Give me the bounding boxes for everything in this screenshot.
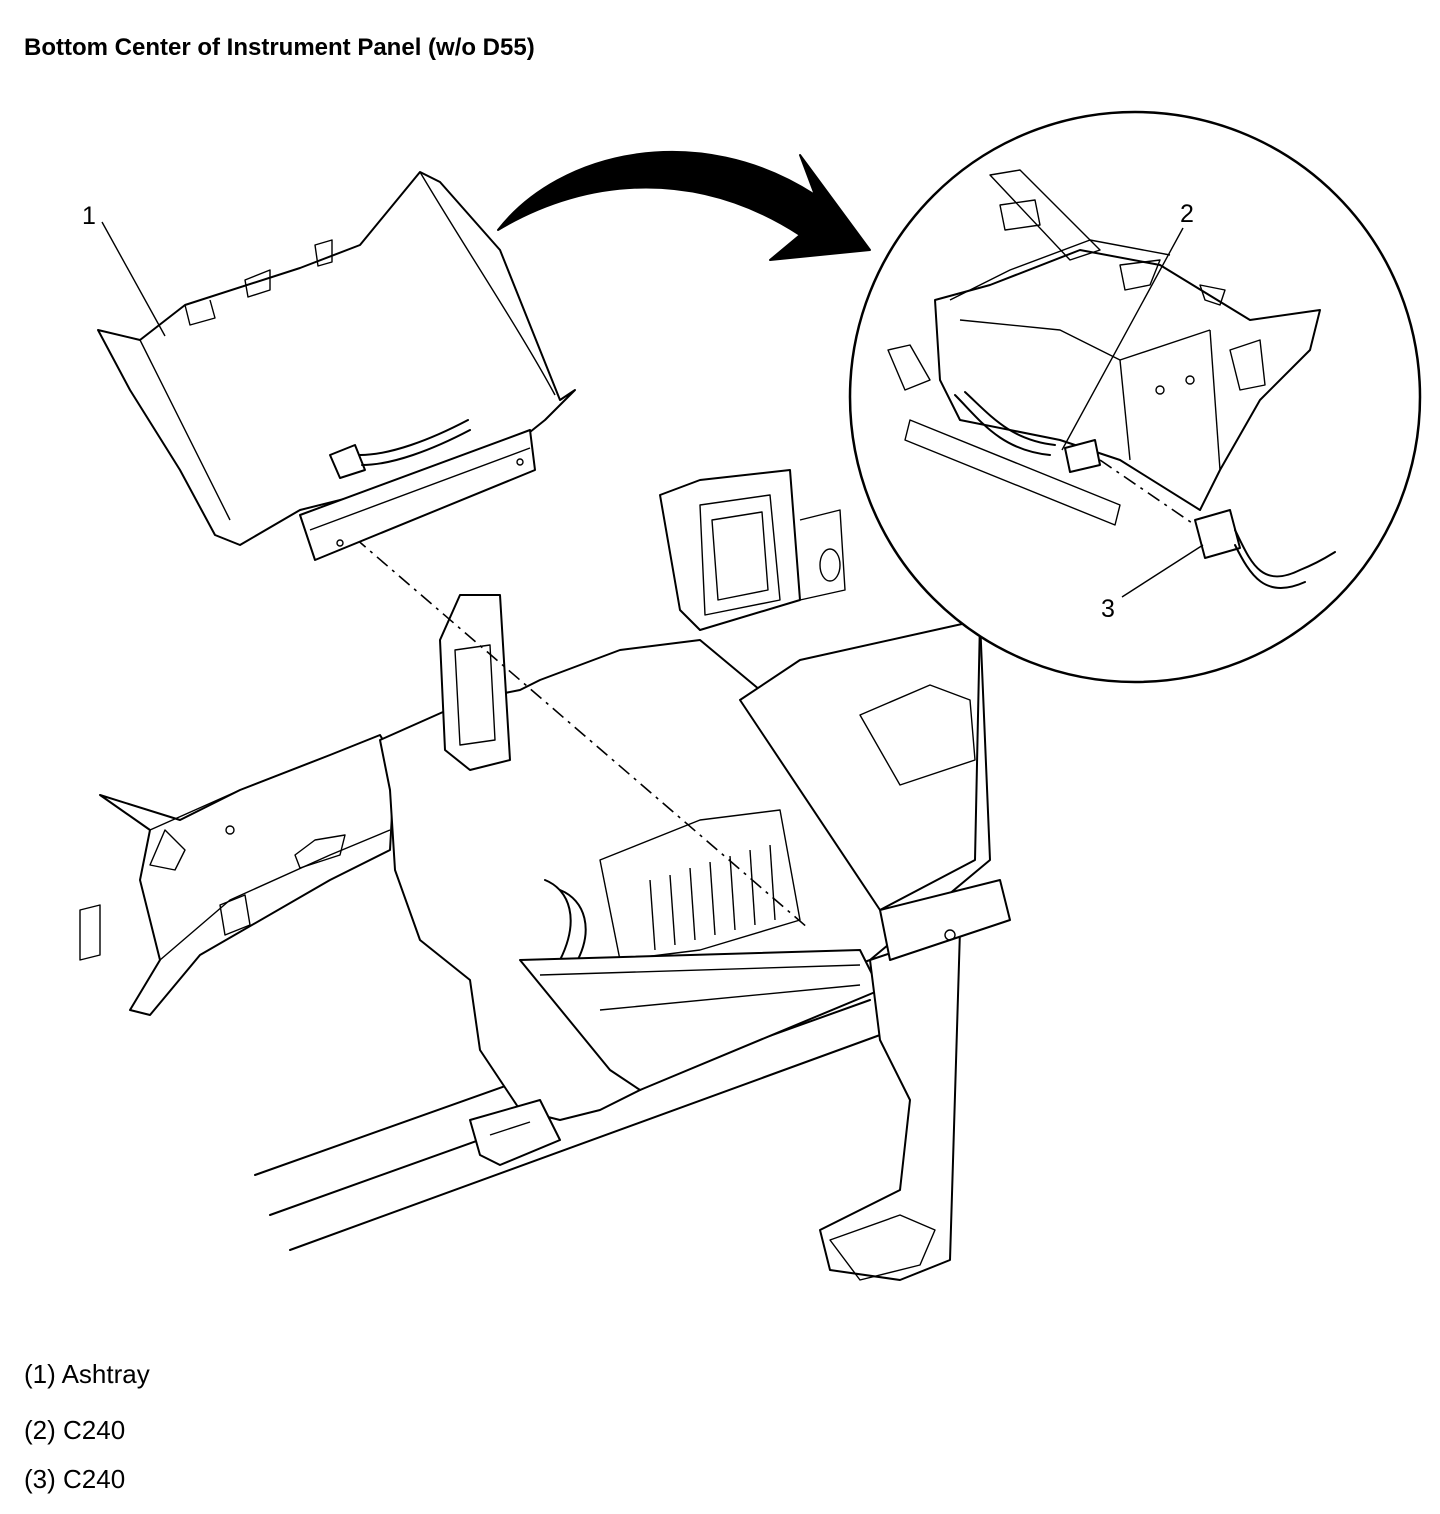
instrument-panel-carrier	[79, 469, 1011, 1281]
legend-item-c240-3: (3) C240	[24, 1464, 126, 1494]
instrument-panel-illustration: 1 2 3	[79, 110, 1422, 1281]
leader-line-1	[101, 221, 166, 337]
legend-item-ashtray: (1) Ashtray	[24, 1359, 150, 1389]
detail-view	[848, 110, 1422, 684]
callout-number-2: 2	[1180, 200, 1194, 228]
diagram-title: Bottom Center of Instrument Panel (w/o D…	[24, 34, 535, 61]
view-arrow	[497, 150, 871, 261]
leader-line-2	[1061, 227, 1184, 451]
callout-number-1: 1	[82, 202, 96, 230]
leader-line-3	[1121, 544, 1204, 598]
installation-line	[354, 537, 809, 929]
legend-item-c240-2: (2) C240	[24, 1415, 126, 1445]
ashtray	[97, 171, 576, 561]
callout-number-3: 3	[1101, 595, 1115, 623]
